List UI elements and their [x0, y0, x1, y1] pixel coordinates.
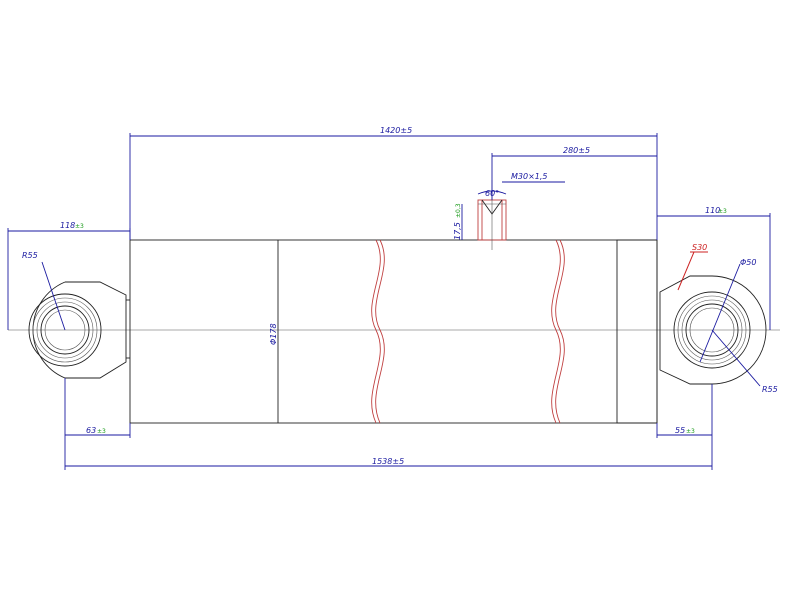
dim-280: 280±5 [563, 146, 590, 155]
left-eye-bore [40, 305, 90, 355]
break-line-1b [371, 239, 381, 424]
left-clevis-body [65, 281, 127, 379]
port-depth: 17,5 [453, 222, 462, 240]
right-clevis-body [659, 275, 712, 385]
angle-label: 60° [485, 189, 499, 198]
thread-spec: M30×1,5 [511, 172, 548, 181]
end-cap [616, 239, 658, 424]
cylinder-body [129, 239, 658, 424]
dim-55-tol: ±3 [686, 428, 695, 435]
break-line-1 [375, 239, 385, 424]
dim-55: 55 [675, 426, 685, 435]
radius-left: R55 [22, 251, 38, 260]
left-eye-outer [28, 293, 102, 367]
right-eye-outer [673, 291, 751, 369]
break-line-2b [551, 239, 561, 424]
note-s30: S30 [692, 243, 707, 252]
dim-118: 118 [60, 221, 75, 230]
dim-1420: 1420±5 [380, 126, 412, 135]
radius-right: R55 [762, 385, 778, 394]
right-clevis-arc [711, 275, 767, 385]
dim-diameter: Φ178 [269, 323, 278, 345]
dim-63: 63 [86, 426, 96, 435]
hole-diameter: Φ50 [740, 258, 756, 267]
break-line-2 [555, 239, 565, 424]
port-depth-tol: ±0,3 [455, 203, 462, 218]
dim-118-tol: ±3 [75, 223, 84, 230]
dim-63-tol: ±3 [97, 428, 106, 435]
dim-1538: 1538±5 [372, 457, 404, 466]
right-eye-bore [685, 303, 739, 357]
dim-110: 110 [705, 206, 720, 215]
dim-110-tol: ±3 [718, 208, 727, 215]
